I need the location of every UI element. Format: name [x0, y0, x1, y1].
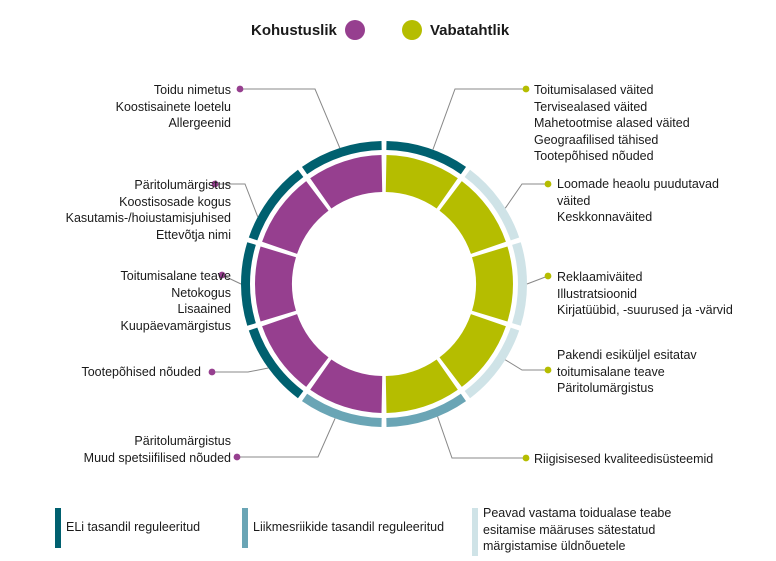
legend-member-bar — [242, 508, 248, 548]
mandatory-marker-dot — [211, 180, 219, 188]
legend-voluntary-label: Vabatahtlik — [430, 21, 510, 39]
left-group-3-line: Kuupäevamärgistus — [120, 318, 231, 333]
right-group-4-line: Päritolumärgistus — [557, 381, 654, 395]
regulation-ring-segment — [464, 169, 520, 241]
voluntary-marker-dot — [544, 180, 552, 188]
right-group-1-line: Tervisealased väited — [534, 99, 648, 114]
left-group-3-line: Netokogus — [171, 285, 231, 300]
legend-eu: ELi tasandil reguleeritud — [66, 519, 200, 536]
left-group-2-line: Kasutamis-/hoiustamisjuhised — [65, 211, 231, 225]
leader-line — [504, 183, 548, 209]
right-group-5-line: Riigisisesed kvaliteedisüsteemid — [534, 452, 714, 466]
legend-general-line: Peavad vastama toidualase teabe — [483, 506, 672, 520]
right-group-3-line: Kirjatüübid, -suurused ja -värvid — [557, 303, 733, 317]
left-group-5-line: Päritolumärgistus — [134, 434, 231, 448]
mandatory-marker-dot — [218, 271, 226, 279]
left-group-4: Tootepõhised nõuded — [81, 364, 201, 381]
leader-line — [526, 275, 549, 285]
mandatory-segment — [310, 155, 383, 209]
left-group-2-line: Päritolumärgistus — [134, 178, 231, 192]
left-group-4-line: Tootepõhised nõuded — [81, 365, 201, 379]
left-group-3-line: Lisaained — [177, 302, 231, 316]
voluntary-marker-dot — [544, 366, 552, 374]
mandatory-marker-dot — [208, 368, 216, 376]
right-group-2-line: Loomade heaolu puudutavad — [557, 177, 719, 191]
legend-general-line: märgistamise üldnõuetele — [483, 539, 626, 553]
leader-line — [237, 418, 336, 458]
right-group-2: Loomade heaolu puudutavad väited Keskkon… — [557, 176, 719, 226]
voluntary-marker-dot — [522, 454, 530, 462]
right-group-2-line: Keskkonnaväited — [557, 210, 653, 224]
right-group-3-line: Illustratsioonid — [557, 286, 637, 301]
right-group-1-line: Mahetootmise alased väited — [534, 116, 690, 130]
voluntary-segment — [472, 246, 513, 322]
legend-member: Liikmesriikide tasandil reguleeritud — [253, 519, 444, 536]
left-group-1: Toidu nimetus Koostisainete loetelu Alle… — [116, 82, 231, 132]
right-group-3: Reklaamiväited Illustratsioonid Kirjatüü… — [557, 269, 733, 319]
mandatory-marker-dot — [236, 85, 244, 93]
mandatory-segment — [255, 246, 296, 322]
mandatory-marker-dot — [233, 453, 241, 461]
voluntary-marker-dot — [522, 85, 530, 93]
regulation-ring-segment — [464, 327, 520, 399]
regulation-ring-segment — [301, 141, 382, 175]
voluntary-segment — [439, 181, 506, 254]
left-group-1-line: Koostisainete loetelu — [115, 99, 231, 114]
mandatory-segment — [310, 359, 383, 413]
legend-member-label: Liikmesriikide tasandil reguleeritud — [253, 520, 445, 534]
legend-general: Peavad vastama toidualase teabe esitamis… — [483, 505, 671, 555]
left-group-5: Päritolumärgistus Muud spetsiifilised nõ… — [84, 433, 231, 466]
leader-line — [221, 274, 242, 285]
regulation-ring-segment — [241, 242, 256, 326]
regulation-ring-segment — [512, 242, 527, 326]
leader-line — [432, 88, 526, 150]
voluntary-segment — [385, 155, 458, 209]
right-group-1-line: Geograafilised tähised — [534, 132, 659, 147]
legend-eu-bar — [55, 508, 61, 548]
regulation-ring-segment — [248, 327, 304, 399]
mandatory-segment — [262, 314, 329, 387]
regulation-ring-segment — [248, 169, 304, 241]
right-group-1-line: Toitumisalased väited — [534, 83, 654, 97]
right-group-2-line: väited — [557, 193, 591, 208]
leader-line — [215, 183, 259, 218]
left-group-1-line: Toidu nimetus — [153, 83, 231, 97]
voluntary-segment — [385, 359, 458, 413]
leader-line — [212, 367, 269, 373]
left-group-2: Päritolumärgistus Koostisosade kogus Kas… — [66, 177, 231, 243]
leader-line — [437, 416, 526, 459]
right-group-4: Pakendi esiküljel esitatav toitumisalane… — [557, 347, 697, 397]
legend-mandatory-dot — [344, 20, 365, 40]
legend-general-line: esitamise määruses sätestatud — [483, 522, 656, 537]
left-group-3: Toitumisalane teave Netokogus Lisaained … — [121, 268, 231, 334]
right-group-1: Toitumisalased väited Tervisealased väit… — [534, 82, 690, 165]
leader-line — [240, 88, 341, 149]
right-group-3-line: Reklaamiväited — [557, 270, 643, 284]
right-group-4-line: Pakendi esiküljel esitatav — [557, 348, 697, 362]
regulation-ring-segment — [386, 393, 467, 427]
legend-voluntary-dot — [402, 20, 422, 40]
regulation-ring-segment — [386, 141, 467, 175]
legend-mandatory-label: Kohustuslik — [251, 21, 337, 39]
right-group-4-line: toitumisalane teave — [557, 364, 665, 379]
voluntary-segment — [439, 314, 506, 387]
legend-eu-label: ELi tasandil reguleeritud — [66, 520, 201, 534]
mandatory-segment — [262, 181, 329, 254]
right-group-5: Riigisisesed kvaliteedisüsteemid — [534, 451, 713, 468]
right-group-1-line: Tootepõhised nõuded — [534, 149, 654, 163]
left-group-5-line: Muud spetsiifilised nõuded — [83, 450, 231, 465]
left-group-2-line: Ettevõtja nimi — [155, 227, 231, 242]
leader-line — [505, 359, 548, 371]
legend-mandatory: Kohustuslik — [251, 18, 365, 42]
regulation-ring-segment — [301, 393, 382, 427]
left-group-3-line: Toitumisalane teave — [120, 269, 231, 283]
legend-general-bar — [472, 508, 478, 556]
voluntary-marker-dot — [544, 272, 552, 280]
left-group-1-line: Allergeenid — [168, 116, 231, 130]
left-group-2-line: Koostisosade kogus — [119, 194, 231, 209]
legend-voluntary: Vabatahtlik — [402, 18, 509, 42]
